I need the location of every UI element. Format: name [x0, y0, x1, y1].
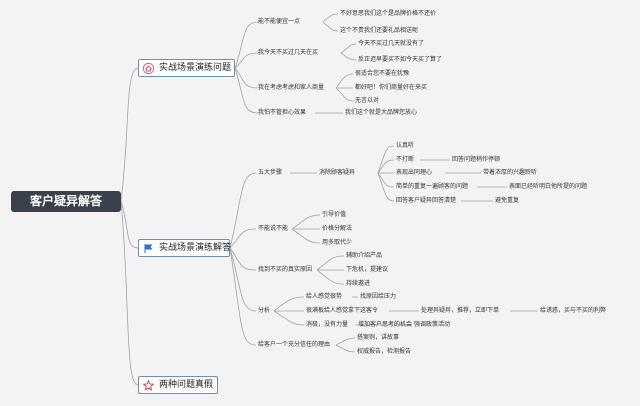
branch-label: 两种问题真假	[159, 380, 214, 390]
topic-leaf[interactable]: 无言以对	[355, 97, 380, 104]
branch-question-truth[interactable]: 两种问题真假	[138, 376, 218, 394]
house-icon	[143, 63, 154, 74]
topic-leaf[interactable]: 引导价值	[322, 211, 347, 218]
topic-leaf[interactable]: 不打断	[396, 156, 415, 163]
topic-eliminate-doubt[interactable]: 消除顾客疑异	[319, 169, 356, 176]
root-topic[interactable]: 客户疑异解答	[11, 191, 121, 212]
topic-trust-reason[interactable]: 给客户一个充分信任的理由	[258, 341, 331, 348]
topic-leaf[interactable]: 简单的重复一遍顾客的问题	[396, 183, 469, 190]
topic-find-real-reason[interactable]: 找到不买的真实原因	[258, 266, 313, 273]
topic-leaf[interactable]: 很适合您不要在犹豫	[355, 70, 410, 77]
topic-analysis[interactable]: 分析	[258, 307, 271, 314]
branch-scenario-problems[interactable]: 实战场景演练问题	[138, 59, 235, 77]
topic-cheaper[interactable]: 能不能便宜一点	[258, 18, 301, 25]
topic-leaf[interactable]: 表面已经听明白他所提的问题	[509, 183, 588, 190]
topic-leaf[interactable]: 下危机，提建议	[346, 266, 389, 273]
topic-leaf[interactable]: 认真听	[396, 142, 415, 149]
topic-worry-effect[interactable]: 我怕不管担心效果	[258, 109, 307, 116]
topic-leaf[interactable]: 我们这个就是大品牌您放心	[345, 109, 418, 116]
topic-leaf[interactable]: 权威报告，检测报告	[357, 348, 412, 355]
topic-leaf[interactable]: 增加客户思考的机会	[358, 321, 413, 328]
star-icon	[143, 380, 154, 391]
topic-never-say-no[interactable]: 不能说不能	[258, 225, 289, 232]
topic-leaf[interactable]: 回答客户疑异回答清楚	[396, 197, 457, 204]
topic-buy-later[interactable]: 我今天不买过几天在买	[258, 49, 319, 56]
topic-leaf[interactable]: 处理异疑异，推荐，立即下单	[421, 307, 500, 314]
topic-leaf[interactable]: 今天不买过几天就没有了	[358, 40, 425, 47]
topic-leaf[interactable]: 给人感觉很势	[306, 293, 343, 300]
topic-leaf[interactable]: 避免重复	[495, 197, 520, 204]
topic-leaf[interactable]: 很满板给人感觉拿下这客令	[306, 307, 379, 314]
topic-leaf[interactable]: 给诱惑，买与不买的利弊	[540, 307, 607, 314]
topic-leaf[interactable]: 消极，没有力量	[306, 321, 349, 328]
topic-leaf[interactable]: 持续邀进	[346, 280, 371, 287]
topic-consider-family[interactable]: 我在考虑考虑和家人商量	[258, 84, 325, 91]
topic-leaf[interactable]: 强调政策活动	[414, 321, 451, 328]
topic-leaf[interactable]: 不好意思我们这个是品牌价格不还价	[340, 10, 437, 17]
topic-leaf[interactable]: 都好吧！你们商量好在来买	[355, 84, 428, 91]
branch-label: 实战场景演练解答	[159, 243, 232, 253]
topic-leaf[interactable]: 用多取代少	[322, 239, 353, 246]
topic-leaf[interactable]: 回答问题稍作停顿	[452, 156, 501, 163]
topic-five-steps[interactable]: 五大步骤	[258, 169, 283, 176]
branch-scenario-answers[interactable]: 实战场景演练解答	[138, 239, 232, 257]
topic-leaf[interactable]: 辅助介绍产品	[346, 252, 383, 259]
topic-leaf[interactable]: 这个不贵我们还要礼品相送呢	[340, 27, 419, 34]
branch-label: 实战场景演练问题	[159, 63, 232, 73]
topic-leaf[interactable]: 价格分解法	[322, 225, 353, 232]
topic-leaf[interactable]: 带着浓厚的兴趣聆听	[483, 169, 538, 176]
flag-icon	[144, 244, 153, 253]
topic-leaf[interactable]: 搭案例，讲故事	[357, 334, 400, 341]
topic-leaf[interactable]: 找原因给压力	[360, 293, 397, 300]
topic-leaf[interactable]: 表现出同理心	[396, 169, 433, 176]
topic-leaf[interactable]: 反正迟早要买不如今天买了算了	[358, 56, 443, 63]
